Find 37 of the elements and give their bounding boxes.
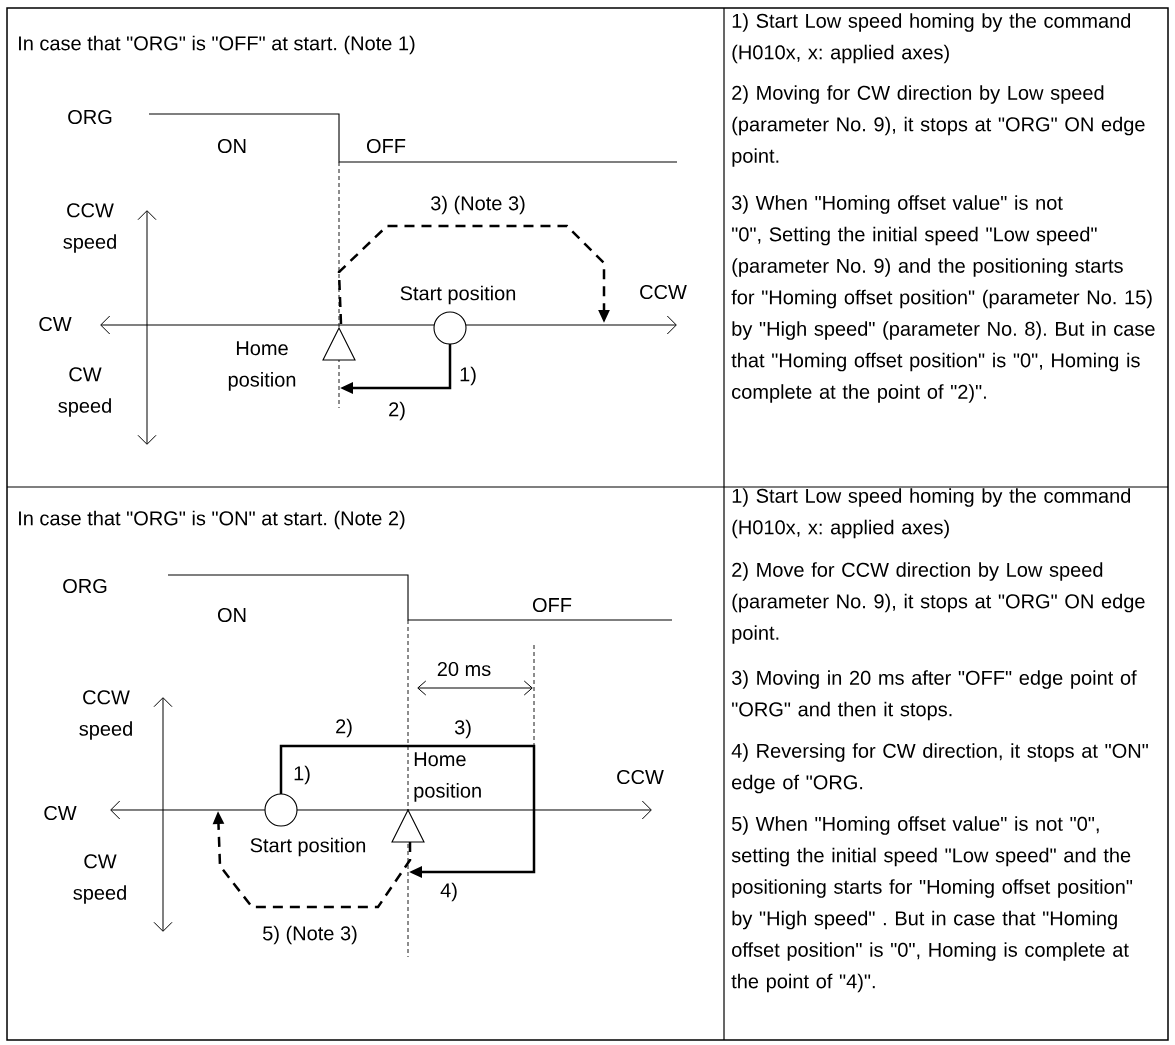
signal-name: ORG [68, 109, 112, 125]
position-label: Start position [400, 285, 516, 305]
step-description: 5) When "Homing offset value" is not "0", setting the initial speed "Low speed" and the positioning starts for "Homing offset position" by "High speed" . But in case that "Homing offset position" is "0", Homing is complete at the point of "4)". [731, 816, 1133, 993]
step-description: 3) Moving in 20 ms after "OFF" edge point of "ORG" and then it stops. [731, 670, 1137, 721]
axis-label: CCW speed [63, 203, 116, 253]
step-number: 4) [440, 882, 457, 902]
step-description: 2) Move for CCW direction by Low speed (parameter No. 9), it stops at "ORG" ON edge point. [732, 562, 1145, 644]
signal-state: ON [217, 607, 246, 623]
step-number: 3) [454, 719, 471, 739]
axis-label: CW speed [73, 854, 126, 904]
step-number: 1) [294, 765, 310, 785]
step-number: 2) [336, 718, 352, 738]
step-number: 5) (Note 3) [263, 925, 357, 945]
position-label: Start position [250, 837, 366, 857]
case-heading: In case that "ORG" is "OFF" at start. (Note 1) [19, 35, 415, 55]
axis-label: CW [44, 805, 77, 821]
signal-state: ON [217, 138, 246, 154]
signal-state: OFF [366, 138, 406, 154]
case-heading: In case that "ORG" is "ON" at start. (Note 2) [19, 510, 405, 530]
step-description: 1) Start Low speed homing by the command (H010x, x: applied axes) [732, 488, 1131, 539]
step-number: 1) [460, 366, 476, 386]
step-description: 4) Reversing for CW direction, it stops at "ON" edge of "ORG. [731, 743, 1148, 794]
axis-label: CW [39, 316, 72, 332]
axis-label: CW speed [58, 367, 111, 417]
signal-state: OFF [532, 597, 572, 613]
signal-name: ORG [63, 578, 107, 594]
step-description: 3) When "Homing offset value" is not "0", Setting the initial speed "Low speed" (parameter No. 9) and the positioning starts for "Homing offset position" (parameter No. 15) by "High speed" (parameter No. 8). But in case that "Homing offset position" is "0", Homing is complete at the point of "2)". [731, 195, 1155, 403]
position-label: Home position [414, 752, 481, 802]
position-label: Home position [228, 341, 296, 391]
axis-label: CCW speed [79, 690, 132, 740]
axis-label: CCW [640, 284, 687, 300]
step-number: 2) [389, 401, 405, 421]
axis-label: CCW [617, 769, 664, 785]
step-description: 2) Moving for CW direction by Low speed (parameter No. 9), it stops at "ORG" ON edge point. [732, 85, 1145, 167]
step-description: 1) Start Low speed homing by the command (H010x, x: applied axes) [732, 13, 1131, 64]
time-label: 20 ms [437, 661, 491, 677]
step-number: 3) (Note 3) [431, 195, 525, 215]
